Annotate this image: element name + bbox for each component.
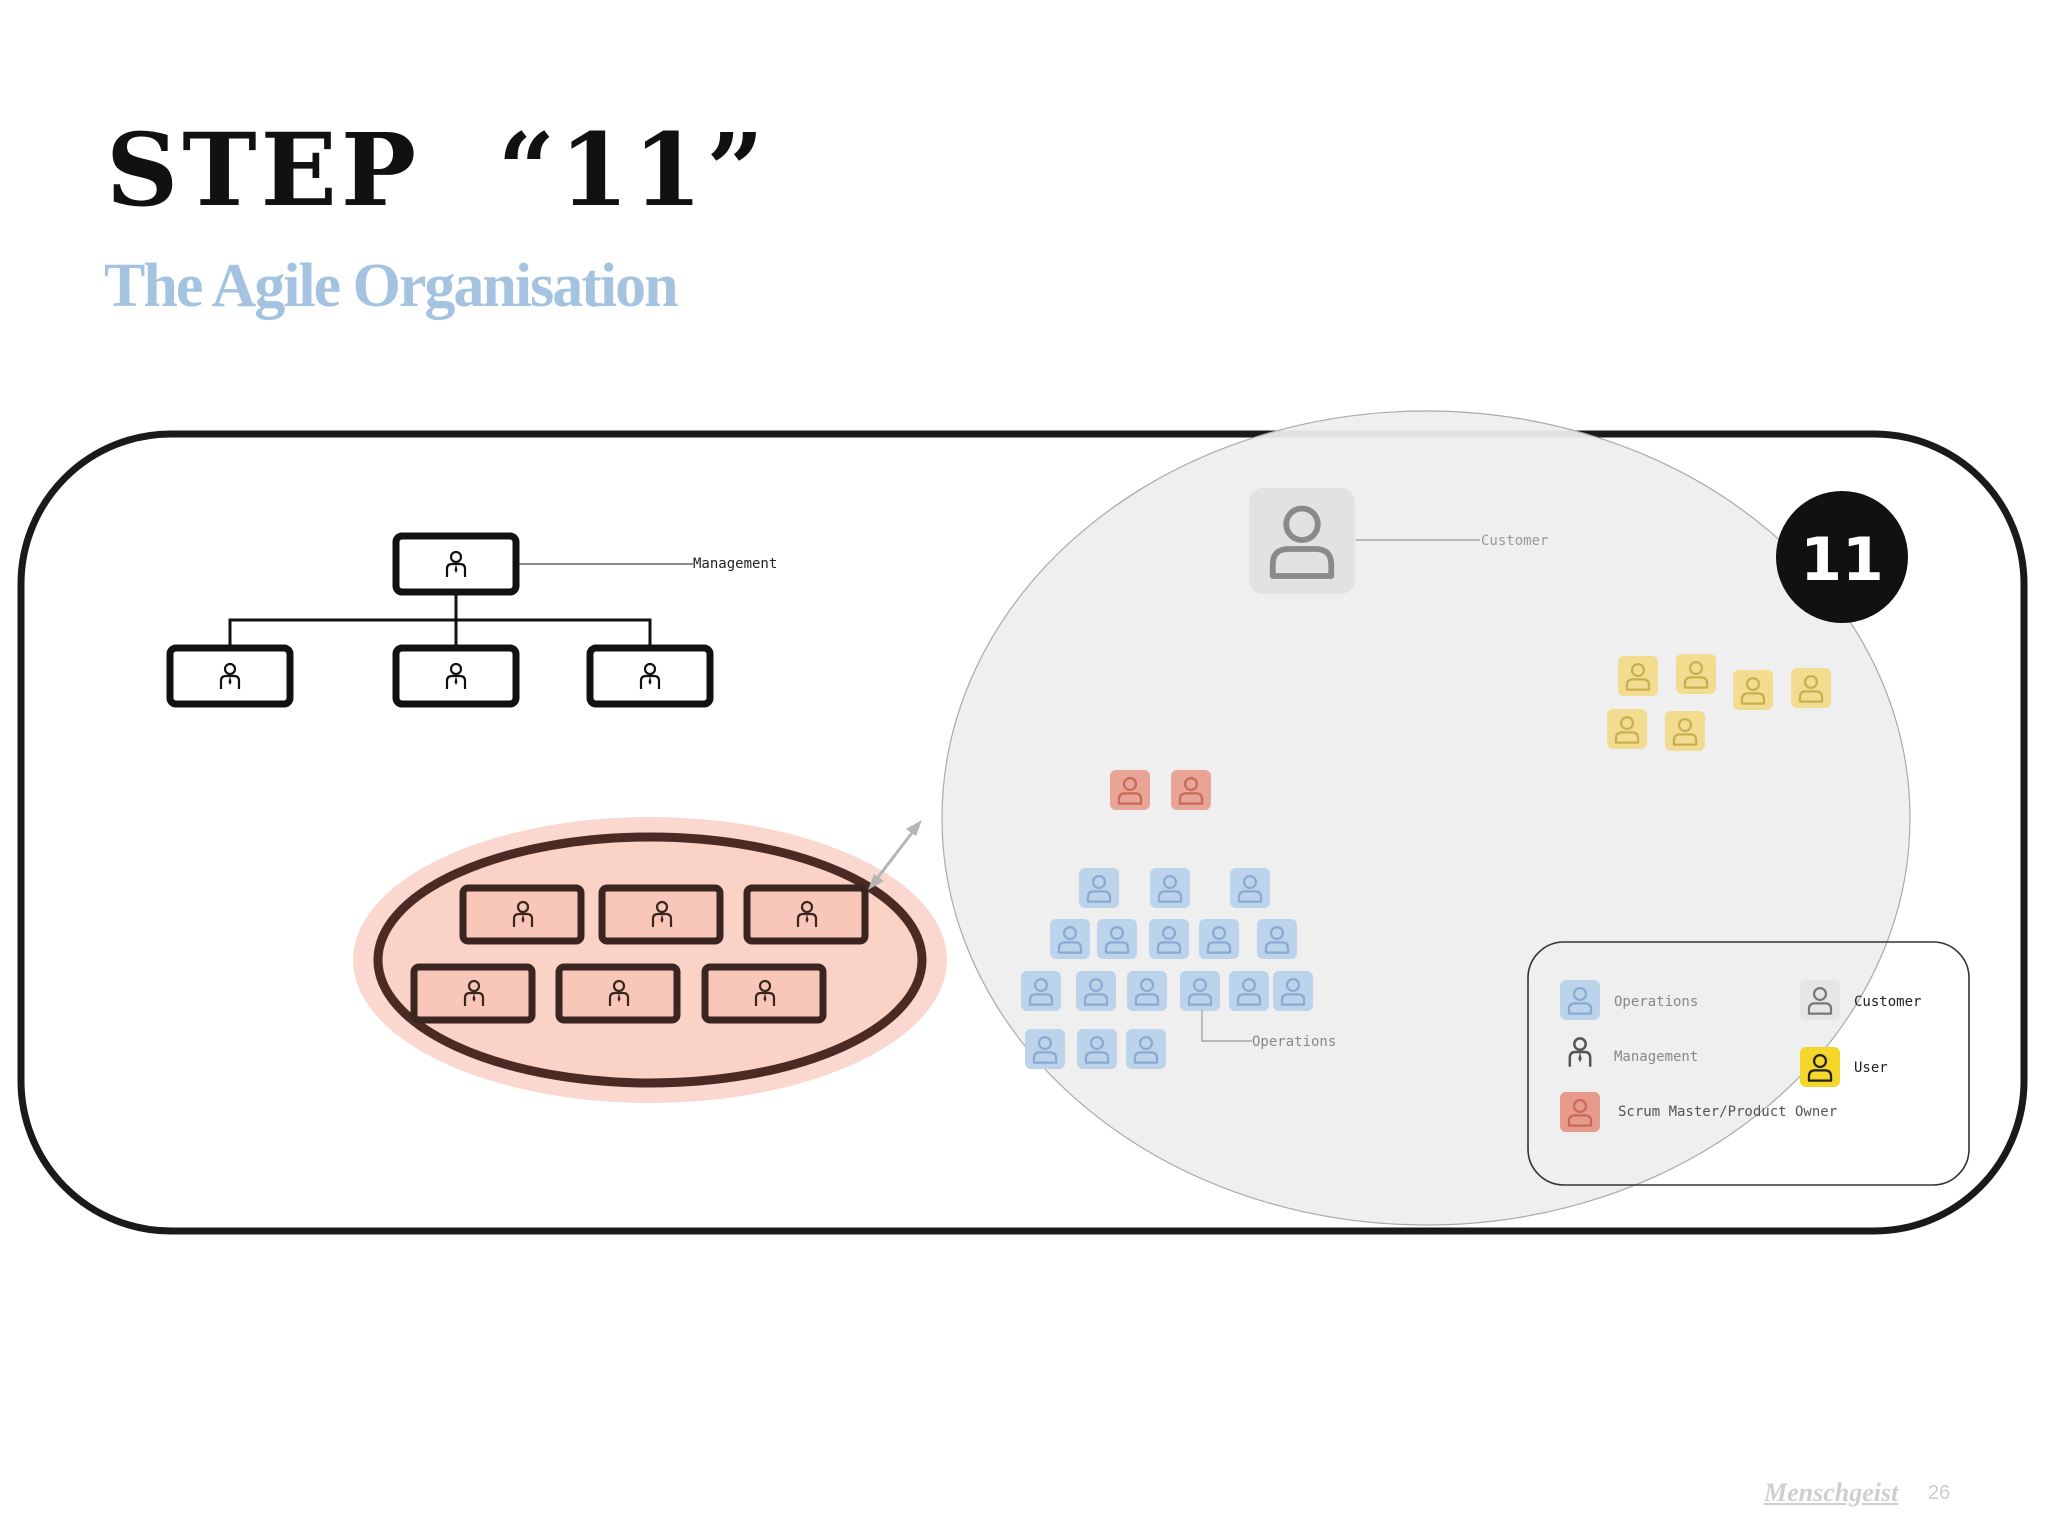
user-icon xyxy=(1733,670,1773,710)
operations-icon xyxy=(1025,1029,1065,1069)
operations-icon xyxy=(1229,971,1269,1011)
page-number: 26 xyxy=(1928,1482,1951,1504)
operations-icon xyxy=(1150,868,1190,908)
operations-icon xyxy=(1199,919,1239,959)
scrum-master-icon xyxy=(1110,770,1150,810)
legend-management: Management xyxy=(1614,1049,1698,1065)
operations-icon xyxy=(1149,919,1189,959)
operations-icon xyxy=(1097,919,1137,959)
scrum-master-icon xyxy=(1171,770,1211,810)
legend-user: User xyxy=(1854,1060,1888,1076)
operations-icon xyxy=(1180,971,1220,1011)
legend: Operations Customer Management User Scru… xyxy=(1527,941,1970,1186)
main-frame xyxy=(17,430,2028,1235)
scrum-master-cluster xyxy=(1110,770,1211,810)
slide-title: STEP “11” xyxy=(106,111,768,229)
operations-icon xyxy=(1021,971,1061,1011)
operations-icon xyxy=(1257,919,1297,959)
operations-icon xyxy=(1126,1029,1166,1069)
management-label: Management xyxy=(693,556,777,572)
user-icon xyxy=(1665,711,1705,751)
operations-icon xyxy=(1230,868,1270,908)
customer-label: Customer xyxy=(1481,533,1548,549)
management-org-chart xyxy=(166,532,714,708)
operations-connector xyxy=(1201,1010,1252,1042)
legend-customer: Customer xyxy=(1854,994,1921,1010)
operations-icon xyxy=(1077,1029,1117,1069)
legend-scrum-master: Scrum Master/Product Owner xyxy=(1618,1104,1837,1120)
operations-icon xyxy=(1050,919,1090,959)
operations-cluster xyxy=(1021,868,1313,1069)
operations-icon xyxy=(1076,971,1116,1011)
user-icon xyxy=(1791,668,1831,708)
brand-logo: Menschgeist xyxy=(1764,1478,1899,1507)
operations-label: Operations xyxy=(1252,1034,1336,1050)
operations-icon xyxy=(1079,868,1119,908)
legend-operations: Operations xyxy=(1614,994,1698,1010)
connection-arrow xyxy=(868,820,922,890)
user-cluster xyxy=(1607,654,1831,751)
user-icon xyxy=(1676,654,1716,694)
team-ellipse xyxy=(353,817,947,1103)
slide-subtitle: The Agile Organisation xyxy=(104,252,679,320)
agile-organisation-circle xyxy=(941,410,1911,1226)
customer-node xyxy=(1249,488,1480,594)
operations-icon xyxy=(1273,971,1313,1011)
user-icon xyxy=(1607,709,1647,749)
step-badge xyxy=(1776,491,1908,623)
step-badge-number: 11 xyxy=(1800,525,1884,595)
user-icon xyxy=(1618,656,1658,696)
operations-icon xyxy=(1127,971,1167,1011)
